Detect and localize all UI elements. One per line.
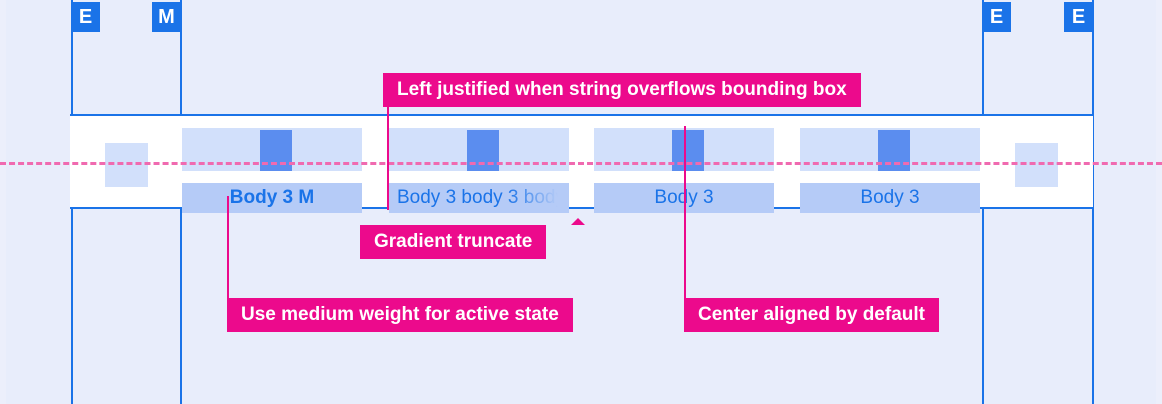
tab-label-area: Body 3 body 3 body 3 [389, 183, 569, 213]
badge-edge-right-outer: E [1064, 2, 1093, 32]
tab-cell-active[interactable]: Body 3 M [182, 128, 362, 213]
panel-endcap-left [105, 143, 148, 187]
vertical-guide-edge-right-outer [1092, 0, 1094, 404]
tab-label-area: Body 3 [800, 183, 980, 213]
tab-label-active: Body 3 M [229, 187, 315, 208]
leader-medium-weight [227, 196, 229, 298]
badge-margin-left: M [152, 2, 181, 32]
tab-cell-default-2[interactable]: Body 3 [800, 128, 980, 213]
tab-label-area: Body 3 M [182, 183, 362, 213]
annotation-left-justified: Left justified when string overflows bou… [383, 73, 861, 107]
tab-label-overflow: Body 3 body 3 body 3 [397, 187, 569, 208]
annotation-medium-weight: Use medium weight for active state [227, 298, 573, 332]
tab-label-default-2: Body 3 [860, 187, 920, 208]
badge-edge-left: E [71, 2, 100, 32]
pointer-gradient-truncate [571, 218, 585, 225]
annotation-center-aligned: Center aligned by default [684, 298, 939, 332]
page-gutter-left [0, 0, 6, 404]
badge-edge-right-inner: E [982, 2, 1011, 32]
leader-center-aligned [684, 126, 686, 298]
tab-cell-overflow[interactable]: Body 3 body 3 body 3 [389, 128, 569, 213]
annotation-gradient-truncate: Gradient truncate [360, 225, 547, 259]
leader-left-justified [387, 73, 389, 210]
optical-centerline [0, 162, 1162, 165]
page-gutter-right [1156, 0, 1162, 404]
panel-endcap-right [1015, 143, 1058, 187]
